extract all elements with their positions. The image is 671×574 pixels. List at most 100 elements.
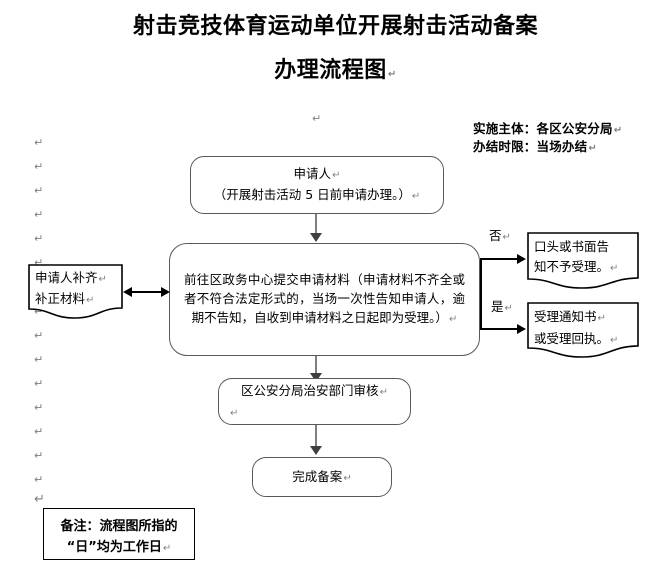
meta-processing-deadline-text: 办结时限：当场办结 <box>473 139 588 154</box>
connector-branch-trunk <box>480 259 482 329</box>
node-supplement-line-2-wrap: 补正材料↵ <box>35 289 116 310</box>
document-shape-icon <box>527 302 639 358</box>
pilcrow-icon: ↵ <box>162 543 172 554</box>
margin-pilcrow-icon: ↵ <box>34 473 44 486</box>
node-reject-notice-line-2-wrap: 知不予受理。↵ <box>534 257 632 279</box>
margin-pilcrow-icon: ↵ <box>34 449 44 462</box>
margin-pilcrow-icon: ↵ <box>34 353 44 366</box>
margin-pilcrow-icon: ↵ <box>34 329 44 342</box>
pilcrow-icon: ↵ <box>504 303 513 314</box>
pilcrow-icon: ↵ <box>448 314 458 325</box>
margin-pilcrow-icon: ↵ <box>34 492 45 507</box>
pilcrow-icon: ↵ <box>379 386 388 398</box>
connector-applicant-to-submit <box>315 214 317 235</box>
page-title-line-1-text: 射击竞技体育运动单位开展射击活动备案 <box>132 14 538 39</box>
note-box-line-2: “日”均为工作日 <box>66 540 162 555</box>
pilcrow-icon: ↵ <box>332 170 341 181</box>
page-title-line-2-text: 办理流程图 <box>274 58 387 83</box>
node-applicant-line-2: （开展射击活动 5 日前申请办理。） <box>213 187 411 202</box>
node-reject-notice[interactable]: 口头或书面告 知不予受理。↵ <box>527 232 639 289</box>
node-accept-notice-line-2-wrap: 或受理回执。↵ <box>534 329 632 351</box>
note-box-line-2-wrap: “日”均为工作日↵ <box>48 537 190 559</box>
pilcrow-icon: ↵ <box>230 407 239 419</box>
node-supplement-line-1: 申请人补齐 <box>35 270 98 285</box>
pilcrow-icon: ↵ <box>387 69 397 80</box>
node-complete-filing[interactable]: 完成备案↵ <box>252 457 392 497</box>
arrowhead-right-icon <box>517 253 526 264</box>
connector-submit-to-review <box>315 356 317 377</box>
document-shape-icon <box>527 232 639 289</box>
node-submit-materials-body: 前往区政务中心提交申请材料（申请材料不齐全或者不符合法定形式的，当场一次性告知申… <box>184 272 465 325</box>
node-reject-notice-line-2: 知不予受理。 <box>534 259 610 274</box>
node-supplement-materials-text: 申请人补齐↵ 补正材料↵ <box>28 264 123 310</box>
arrowhead-left-icon <box>123 286 132 297</box>
meta-implementing-subject-text: 实施主体：各区公安分局 <box>473 121 613 136</box>
pilcrow-icon: ↵ <box>86 295 95 306</box>
node-applicant-line-1: 申请人 <box>293 166 332 181</box>
arrowhead-down-icon <box>310 233 322 242</box>
branch-label-no: 否↵ <box>489 225 511 244</box>
node-submit-materials-text: 前往区政务中心提交申请材料（申请材料不齐全或者不符合法定形式的，当场一次性告知申… <box>178 270 471 329</box>
node-police-review-line-1: 区公安分局治安部门审核 <box>241 382 379 398</box>
node-applicant-line-2-wrap: （开展射击活动 5 日前申请办理。）↵ <box>199 185 435 206</box>
node-applicant-line-1-wrap: 申请人↵ <box>199 164 435 185</box>
node-accept-notice-line-2: 或受理回执。 <box>534 331 610 346</box>
connector-branch-yes <box>480 328 520 330</box>
meta-processing-deadline: 办结时限：当场办结↵ <box>473 136 597 155</box>
margin-pilcrow-icon: ↵ <box>34 184 44 197</box>
branch-label-yes: 是↵ <box>491 296 513 315</box>
margin-pilcrow-icon: ↵ <box>34 425 44 438</box>
node-supplement-line-1-wrap: 申请人补齐↵ <box>35 268 116 289</box>
node-submit-materials[interactable]: 前往区政务中心提交申请材料（申请材料不齐全或者不符合法定形式的，当场一次性告知申… <box>169 243 480 356</box>
node-supplement-materials[interactable]: 申请人补齐↵ 补正材料↵ <box>28 264 123 319</box>
arrowhead-right-icon <box>517 323 526 334</box>
node-police-review-line-2-wrap: ↵ <box>227 402 402 423</box>
node-supplement-line-2: 补正材料 <box>35 291 86 306</box>
margin-pilcrow-icon: ↵ <box>34 136 44 149</box>
margin-pilcrow-icon: ↵ <box>34 401 44 414</box>
pilcrow-icon: ↵ <box>343 472 352 484</box>
node-complete-filing-label: 完成备案 <box>292 468 343 484</box>
node-applicant-text: 申请人↵ （开展射击活动 5 日前申请办理。）↵ <box>199 164 435 206</box>
stray-pilcrow-icon: ↵ <box>312 112 322 125</box>
connector-review-to-complete <box>315 425 317 448</box>
connector-branch-no <box>480 258 520 260</box>
arrowhead-right-icon <box>161 286 170 297</box>
node-accept-notice-text: 受理通知书↵ 或受理回执。↵ <box>527 302 639 351</box>
node-police-review-line-1-wrap: 区公安分局治安部门审核↵ <box>227 381 402 402</box>
page-title-line-2: 办理流程图↵ <box>0 52 671 84</box>
meta-implementing-subject: 实施主体：各区公安分局↵ <box>473 118 622 137</box>
connector-supplement-to-submit <box>132 291 164 293</box>
node-police-review-text: 区公安分局治安部门审核↵ ↵ <box>227 381 402 423</box>
margin-pilcrow-icon: ↵ <box>34 160 44 173</box>
pilcrow-icon: ↵ <box>610 263 619 274</box>
pilcrow-icon: ↵ <box>610 335 619 346</box>
pilcrow-icon: ↵ <box>613 125 623 136</box>
node-reject-notice-line-1: 口头或书面告 <box>534 239 610 254</box>
node-police-review[interactable]: 区公安分局治安部门审核↵ ↵ <box>218 378 411 425</box>
margin-pilcrow-icon: ↵ <box>34 377 44 390</box>
note-box-line-1: 备注：流程图所指的 <box>60 519 178 534</box>
node-accept-notice[interactable]: 受理通知书↵ 或受理回执。↵ <box>527 302 639 358</box>
page-title-line-1: 射击竞技体育运动单位开展射击活动备案 <box>0 8 671 40</box>
margin-pilcrow-icon: ↵ <box>34 256 44 269</box>
margin-pilcrow-icon: ↵ <box>34 232 44 245</box>
arrowhead-down-icon <box>310 373 322 382</box>
margin-pilcrow-icon: ↵ <box>34 208 44 221</box>
node-accept-notice-line-1: 受理通知书 <box>534 309 597 324</box>
document-shape-icon <box>28 264 123 319</box>
node-reject-notice-line-1-wrap: 口头或书面告 <box>534 237 632 257</box>
margin-pilcrow-icon: ↵ <box>34 305 44 318</box>
branch-label-yes-text: 是 <box>491 299 504 314</box>
pilcrow-icon: ↵ <box>588 143 597 154</box>
node-applicant[interactable]: 申请人↵ （开展射击活动 5 日前申请办理。）↵ <box>190 156 444 214</box>
note-box-line-1-wrap: 备注：流程图所指的 <box>48 516 190 537</box>
pilcrow-icon: ↵ <box>502 232 511 243</box>
node-reject-notice-text: 口头或书面告 知不予受理。↵ <box>527 232 639 279</box>
note-box: 备注：流程图所指的 “日”均为工作日↵ <box>43 508 195 560</box>
node-accept-notice-line-1-wrap: 受理通知书↵ <box>534 307 632 329</box>
pilcrow-icon: ↵ <box>98 274 107 285</box>
pilcrow-icon: ↵ <box>597 313 606 324</box>
branch-label-no-text: 否 <box>489 228 502 243</box>
